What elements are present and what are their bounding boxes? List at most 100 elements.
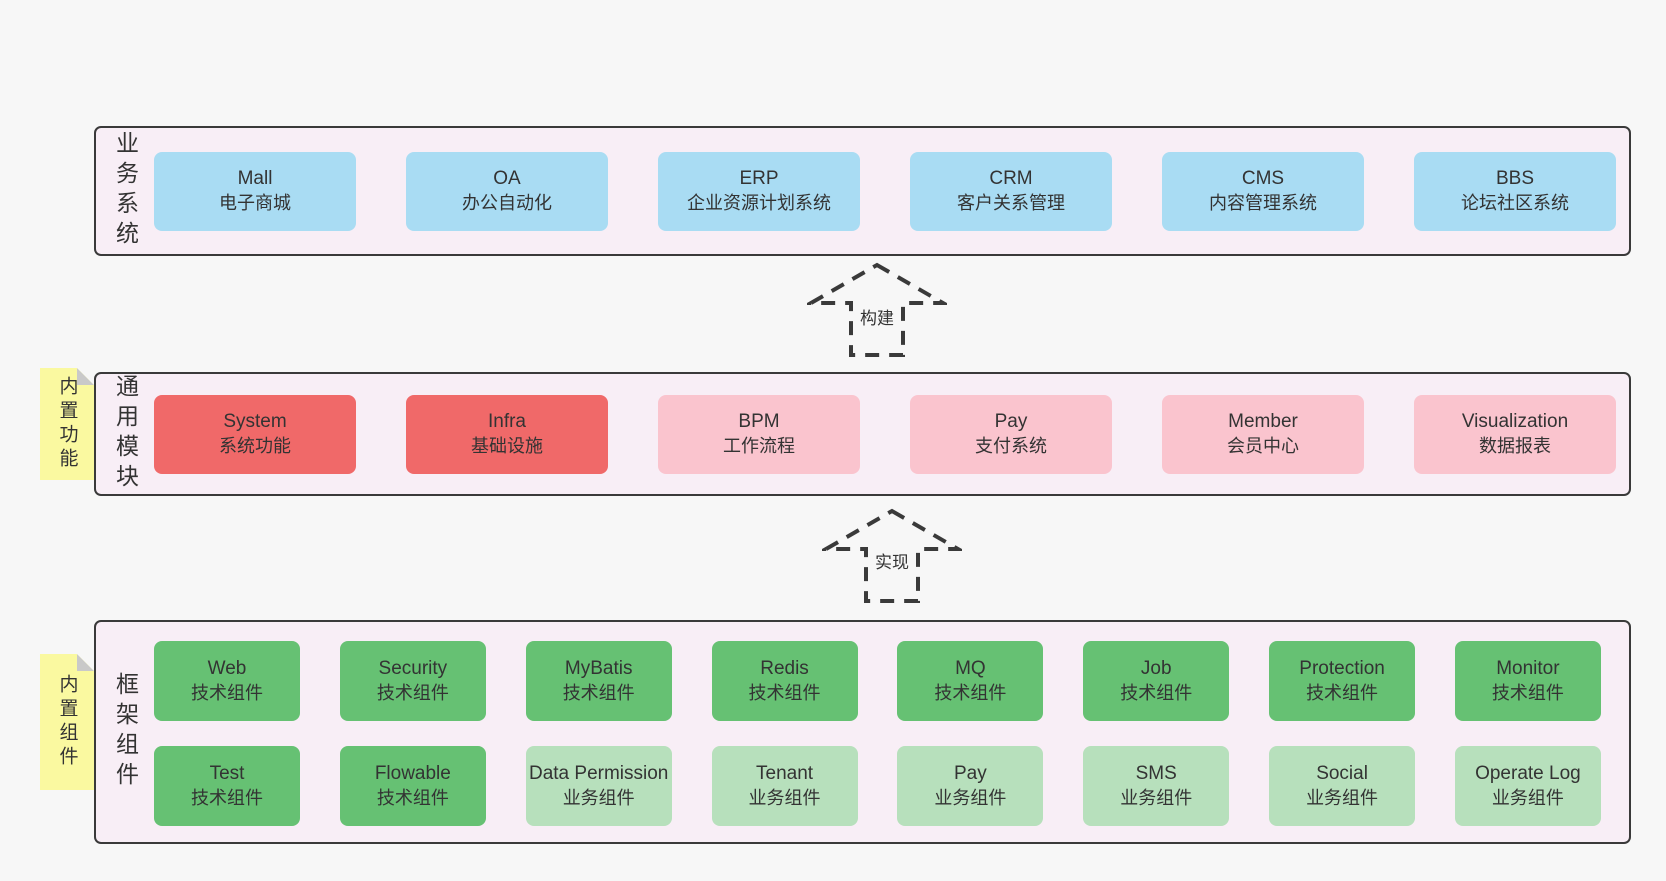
box-title: Test	[209, 763, 245, 784]
section-label-column: 业务系统	[96, 128, 154, 254]
box-mall: Mall 电子商城	[154, 151, 356, 231]
build-arrow-icon	[807, 262, 947, 357]
box-title: Pay	[954, 763, 987, 784]
box-subtitle: 业务组件	[1306, 788, 1379, 808]
box-subtitle: 技术组件	[1120, 683, 1193, 703]
box-title: ERP	[739, 168, 779, 189]
box-subtitle: 业务组件	[934, 788, 1007, 808]
box-title: Tenant	[756, 763, 814, 784]
box-security: Security 技术组件	[339, 641, 486, 721]
section-label-column: 通用模块	[96, 374, 154, 494]
section-framework-label: 框架组件	[112, 672, 139, 792]
box-title: Pay	[994, 411, 1028, 432]
box-title: Operate Log	[1475, 763, 1581, 784]
business-boxes-row: Mall 电子商城 OA 办公自动化 ERP 企业资源计划系统 CRM 客户关系…	[154, 128, 1629, 254]
box-infra: Infra 基础设施	[406, 394, 608, 474]
box-subtitle: 技术组件	[376, 683, 449, 703]
box-sms: SMS 业务组件	[1083, 746, 1230, 826]
box-system: System 系统功能	[154, 394, 356, 474]
box-data-permission: Data Permission 业务组件	[525, 746, 672, 826]
sticky-note-builtin-features: 内置功能	[40, 368, 94, 480]
sticky-note-text: 内置组件	[56, 674, 78, 770]
box-title: Monitor	[1496, 658, 1560, 679]
section-framework-components: 框架组件 Web 技术组件 Security 技术组件 MyBatis 技术组件…	[94, 620, 1631, 844]
box-flowable: Flowable 技术组件	[339, 746, 486, 826]
box-subtitle: 业务组件	[562, 788, 635, 808]
box-visualization: Visualization 数据报表	[1414, 394, 1616, 474]
box-title: Social	[1316, 763, 1368, 784]
box-title: SMS	[1135, 763, 1177, 784]
box-crm: CRM 客户关系管理	[910, 151, 1112, 231]
box-title: System	[223, 411, 287, 432]
box-subtitle: 企业资源计划系统	[687, 193, 831, 213]
box-title: CMS	[1241, 168, 1285, 189]
box-cms: CMS 内容管理系统	[1162, 151, 1364, 231]
framework-boxes-grid: Web 技术组件 Security 技术组件 MyBatis 技术组件 Redi…	[154, 622, 1629, 842]
box-subtitle: 基础设施	[471, 436, 543, 456]
box-title: BPM	[738, 411, 780, 432]
implement-arrow-label: 实现	[871, 551, 913, 576]
box-job: Job 技术组件	[1083, 641, 1230, 721]
sticky-note-builtin-components: 内置组件	[40, 654, 94, 790]
box-title: Security	[378, 658, 448, 679]
box-protection: Protection 技术组件	[1269, 641, 1416, 721]
box-subtitle: 业务组件	[1491, 788, 1564, 808]
box-title: Visualization	[1461, 411, 1569, 432]
box-title: Protection	[1299, 658, 1385, 679]
box-subtitle: 技术组件	[376, 788, 449, 808]
box-subtitle: 业务组件	[748, 788, 821, 808]
box-subtitle: 业务组件	[1120, 788, 1193, 808]
box-title: Data Permission	[528, 763, 669, 784]
section-business-systems: 业务系统 Mall 电子商城 OA 办公自动化 ERP 企业资源计划系统 CRM…	[94, 126, 1631, 256]
box-subtitle: 数据报表	[1479, 436, 1551, 456]
box-title: Job	[1140, 658, 1172, 679]
box-operate-log: Operate Log 业务组件	[1454, 746, 1601, 826]
box-subtitle: 技术组件	[562, 683, 635, 703]
box-subtitle: 电子商城	[219, 193, 291, 213]
box-mybatis: MyBatis 技术组件	[525, 641, 672, 721]
box-erp: ERP 企业资源计划系统	[658, 151, 860, 231]
box-oa: OA 办公自动化	[406, 151, 608, 231]
box-title: MyBatis	[564, 658, 633, 679]
box-bbs: BBS 论坛社区系统	[1414, 151, 1616, 231]
box-title: BBS	[1495, 168, 1535, 189]
box-title: Flowable	[374, 763, 451, 784]
box-subtitle: 内容管理系统	[1209, 193, 1317, 213]
box-subtitle: 技术组件	[191, 683, 263, 703]
box-tenant: Tenant 业务组件	[711, 746, 858, 826]
section-business-label: 业务系统	[112, 131, 139, 251]
box-title: Infra	[487, 411, 527, 432]
box-title: Member	[1228, 411, 1298, 432]
box-redis: Redis 技术组件	[711, 641, 858, 721]
box-subtitle: 客户关系管理	[957, 193, 1065, 213]
box-title: MQ	[955, 658, 986, 679]
box-title: Redis	[760, 658, 809, 679]
box-subtitle: 工作流程	[723, 436, 795, 456]
box-pay-component: Pay 业务组件	[897, 746, 1044, 826]
box-subtitle: 系统功能	[219, 436, 291, 456]
box-subtitle: 办公自动化	[462, 193, 552, 213]
framework-row-1: Web 技术组件 Security 技术组件 MyBatis 技术组件 Redi…	[154, 641, 1601, 721]
box-subtitle: 技术组件	[748, 683, 821, 703]
sticky-note-text: 内置功能	[56, 376, 78, 472]
box-title: OA	[493, 168, 521, 189]
framework-row-2: Test 技术组件 Flowable 技术组件 Data Permission …	[154, 746, 1601, 826]
box-subtitle: 支付系统	[975, 436, 1047, 456]
box-subtitle: 技术组件	[1491, 683, 1564, 703]
box-monitor: Monitor 技术组件	[1454, 641, 1601, 721]
build-arrow-label: 构建	[856, 307, 898, 332]
box-subtitle: 技术组件	[934, 683, 1007, 703]
modules-boxes-row: System 系统功能 Infra 基础设施 BPM 工作流程 Pay 支付系统…	[154, 374, 1629, 494]
implement-arrow-icon	[822, 508, 962, 603]
box-web: Web 技术组件	[154, 641, 300, 721]
box-title: CRM	[989, 168, 1033, 189]
box-mq: MQ 技术组件	[897, 641, 1044, 721]
box-subtitle: 技术组件	[1306, 683, 1379, 703]
section-common-modules: 通用模块 System 系统功能 Infra 基础设施 BPM 工作流程 Pay…	[94, 372, 1631, 496]
box-subtitle: 论坛社区系统	[1461, 193, 1569, 213]
box-title: Web	[207, 658, 247, 679]
box-pay-system: Pay 支付系统	[910, 394, 1112, 474]
section-modules-label: 通用模块	[112, 374, 139, 494]
box-subtitle: 技术组件	[191, 788, 263, 808]
